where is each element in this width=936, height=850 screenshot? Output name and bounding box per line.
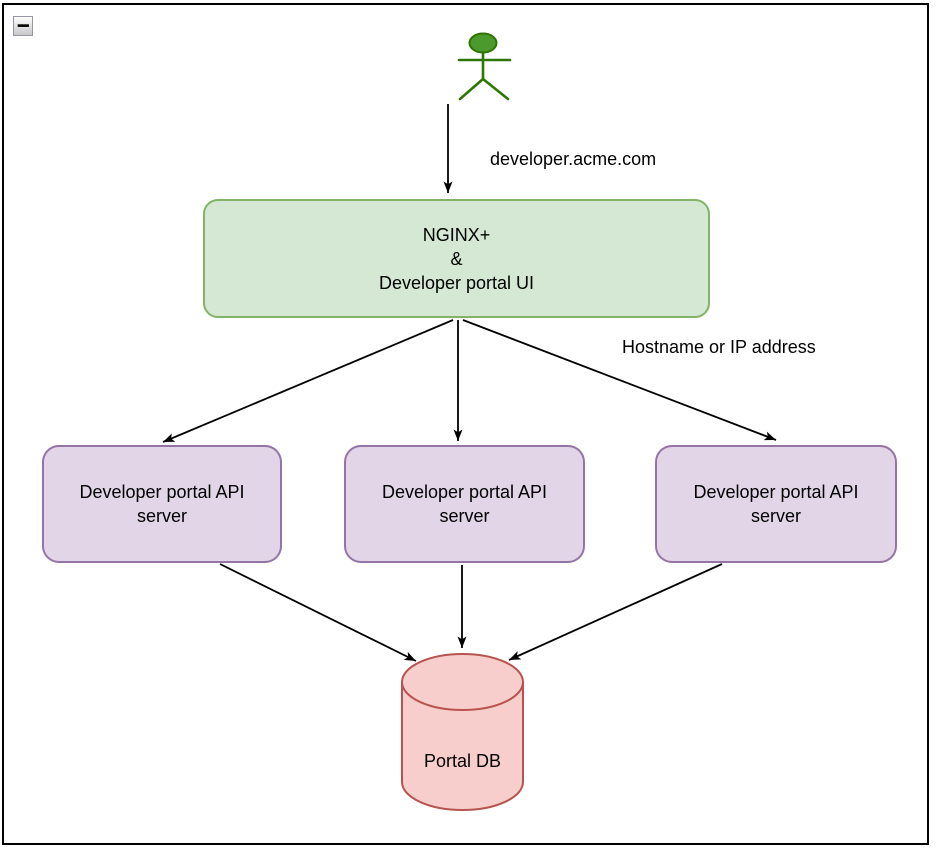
- api-server-label: Developer portal API server: [693, 482, 859, 526]
- diagram-container-border: [2, 3, 929, 845]
- actor-leg-left: [458, 77, 485, 101]
- cylinder-top: [401, 653, 524, 711]
- node-api-server-3[interactable]: Developer portal API server: [655, 445, 897, 563]
- edge-server3-to-db[interactable]: [508, 563, 723, 661]
- nginx-label-line2: &: [450, 248, 463, 269]
- api-server-label: Developer portal API server: [79, 482, 245, 526]
- edge-nginx-to-server1[interactable]: [162, 319, 454, 443]
- nginx-label-line3: Developer portal UI: [378, 272, 535, 293]
- database-label: Portal DB: [423, 751, 502, 771]
- edge-nginx-to-server3[interactable]: [462, 319, 777, 441]
- cylinder-body: [401, 682, 524, 811]
- actor-leg-right: [481, 77, 510, 101]
- api-server-label: Developer portal API server: [381, 482, 548, 526]
- node-api-server-1[interactable]: Developer portal API server: [42, 445, 282, 563]
- node-api-server-2[interactable]: Developer portal API server: [344, 445, 585, 563]
- edge-label-hostname-or-ip: Hostname or IP address: [622, 337, 816, 357]
- actor-head: [468, 32, 498, 54]
- cylinder-database-icon[interactable]: [401, 653, 524, 811]
- minus-collapse-icon: −: [16, 12, 30, 40]
- collapse-button[interactable]: −: [13, 12, 33, 40]
- edge-server1-to-db[interactable]: [219, 563, 417, 662]
- edge-label-developer-acme: developer.acme.com: [490, 149, 657, 169]
- stickman-user-icon[interactable]: [457, 32, 512, 101]
- node-nginx-portal-ui[interactable]: NGINX+ & Developer portal UI: [203, 199, 710, 318]
- nginx-label-line1: NGINX+: [422, 224, 491, 245]
